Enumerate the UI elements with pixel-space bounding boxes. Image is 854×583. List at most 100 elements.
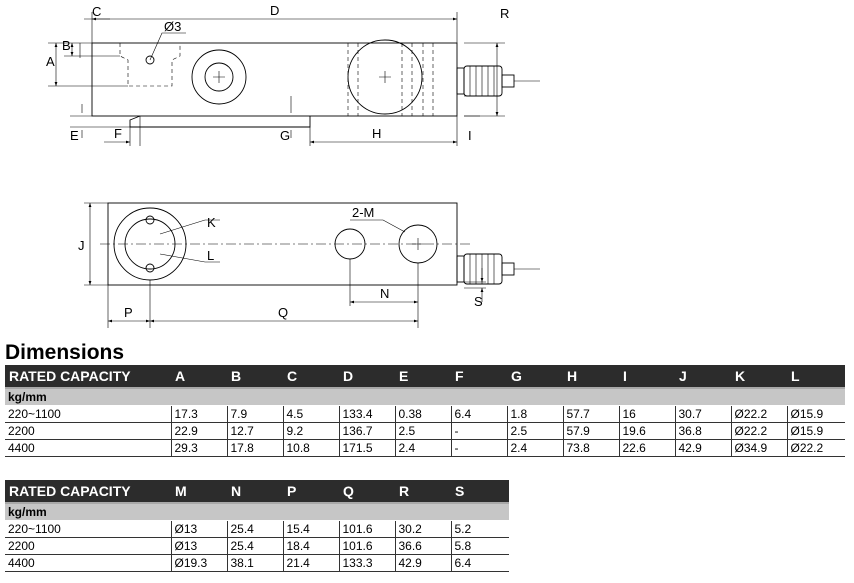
header-col: N (227, 480, 283, 504)
table-cell: 2.4 (506, 439, 563, 457)
table-cell: 15.4 (282, 520, 339, 538)
table-cell: Ø22.2 (786, 439, 845, 457)
table-cell: 5.2 (450, 520, 509, 538)
table-cell: 2.5 (394, 422, 451, 440)
table-cell: 36.6 (394, 537, 451, 555)
table-cell: Ø15.9 (786, 422, 845, 440)
label-r: R (500, 6, 509, 21)
table-cell: - (450, 422, 507, 440)
table-cell: 19.6 (618, 422, 675, 440)
table-cell: 16 (618, 405, 675, 423)
label-b: B (62, 38, 71, 53)
header-col: P (283, 480, 339, 504)
label-p: P (124, 305, 133, 320)
table-cell: 25.4 (226, 520, 283, 538)
header-col: E (395, 365, 451, 389)
table-cell: 17.8 (226, 439, 283, 457)
dimensions-table-2: RATED CAPACITY M N P Q R S kg/mm 220~110… (5, 480, 509, 572)
label-q: Q (278, 305, 288, 320)
table-cell: 21.4 (282, 554, 339, 572)
unit-row: kg/mm (5, 388, 845, 406)
unit-label: kg/mm (5, 503, 171, 521)
table-cell: 171.5 (338, 439, 395, 457)
table-cell: 57.7 (562, 405, 619, 423)
table-cell: 73.8 (562, 439, 619, 457)
header-col: S (451, 480, 509, 504)
label-2m: 2-M (352, 205, 374, 220)
header-col: R (395, 480, 451, 504)
row-label: 220~1100 (5, 405, 171, 423)
table-cell: 10.8 (282, 439, 339, 457)
table-cell: 22.9 (170, 422, 227, 440)
table-cell: 18.4 (282, 537, 339, 555)
label-g: G (280, 128, 290, 143)
table-cell: 42.9 (394, 554, 451, 572)
table-row: 2200 Ø13 25.4 18.4 101.6 36.6 5.8 (5, 537, 509, 555)
technical-drawing: D C A B Ø3 E F G H I R (46, 3, 540, 328)
table-cell: 30.2 (394, 520, 451, 538)
table-cell: 36.8 (674, 422, 731, 440)
table-cell: 25.4 (226, 537, 283, 555)
label-h: H (372, 126, 381, 141)
label-j: J (78, 238, 85, 253)
table-cell: 133.4 (338, 405, 395, 423)
table-row: 220~1100 Ø13 25.4 15.4 101.6 30.2 5.2 (5, 520, 509, 538)
header-col: I (619, 365, 675, 389)
label-k: K (207, 215, 216, 230)
table-cell: 133.3 (338, 554, 395, 572)
table-cell: 4.5 (282, 405, 339, 423)
unit-row-fill (171, 388, 845, 406)
table-cell: 1.8 (506, 405, 563, 423)
row-label: 4400 (5, 554, 171, 572)
row-label: 2200 (5, 537, 171, 555)
table-cell: - (450, 439, 507, 457)
header-col: F (451, 365, 507, 389)
table-cell: 5.8 (450, 537, 509, 555)
table-row: 4400 Ø19.3 38.1 21.4 133.3 42.9 6.4 (5, 554, 509, 572)
table-cell: Ø15.9 (786, 405, 845, 423)
label-c: C (92, 4, 101, 19)
table-cell: Ø34.9 (730, 439, 787, 457)
label-n: N (380, 286, 389, 301)
table-cell: Ø13 (170, 520, 227, 538)
table-cell: 57.9 (562, 422, 619, 440)
table-cell: 6.4 (450, 405, 507, 423)
table-cell: Ø19.3 (170, 554, 227, 572)
header-col: K (731, 365, 787, 389)
label-e: E (70, 128, 79, 143)
row-label: 220~1100 (5, 520, 171, 538)
table-cell: 2.5 (506, 422, 563, 440)
header-col: A (171, 365, 227, 389)
header-col: G (507, 365, 563, 389)
table-cell: 101.6 (338, 520, 395, 538)
table-cell: 6.4 (450, 554, 509, 572)
header-col: B (227, 365, 283, 389)
table-cell: 12.7 (226, 422, 283, 440)
table-row: 2200 22.9 12.7 9.2 136.7 2.5 - 2.5 57.9 … (5, 422, 845, 440)
table-cell: 22.6 (618, 439, 675, 457)
page-title: Dimensions (5, 341, 125, 364)
table-row: 4400 29.3 17.8 10.8 171.5 2.4 - 2.4 73.8… (5, 439, 845, 457)
table-cell: 30.7 (674, 405, 731, 423)
row-label: 2200 (5, 422, 171, 440)
table-cell: 136.7 (338, 422, 395, 440)
table-cell: 2.4 (394, 439, 451, 457)
table-cell: 7.9 (226, 405, 283, 423)
row-label: 4400 (5, 439, 171, 457)
header-rated-capacity: RATED CAPACITY (5, 365, 171, 389)
table-cell: Ø22.2 (730, 422, 787, 440)
table-cell: Ø13 (170, 537, 227, 555)
label-d: D (270, 3, 279, 18)
table-header-row: RATED CAPACITY M N P Q R S (5, 480, 509, 504)
table-header-row: RATED CAPACITY A B C D E F G H I J K L (5, 365, 845, 389)
side-view: D C A B Ø3 E F G H I R (46, 3, 540, 146)
table-cell: 38.1 (226, 554, 283, 572)
unit-row-fill (171, 503, 509, 521)
label-dia3: Ø3 (164, 19, 181, 34)
label-i: I (468, 128, 472, 143)
header-rated-capacity: RATED CAPACITY (5, 480, 171, 504)
top-view: J K L 2-M N P Q S (78, 202, 540, 328)
header-col: M (171, 480, 227, 504)
table-cell: 101.6 (338, 537, 395, 555)
header-col: D (339, 365, 395, 389)
